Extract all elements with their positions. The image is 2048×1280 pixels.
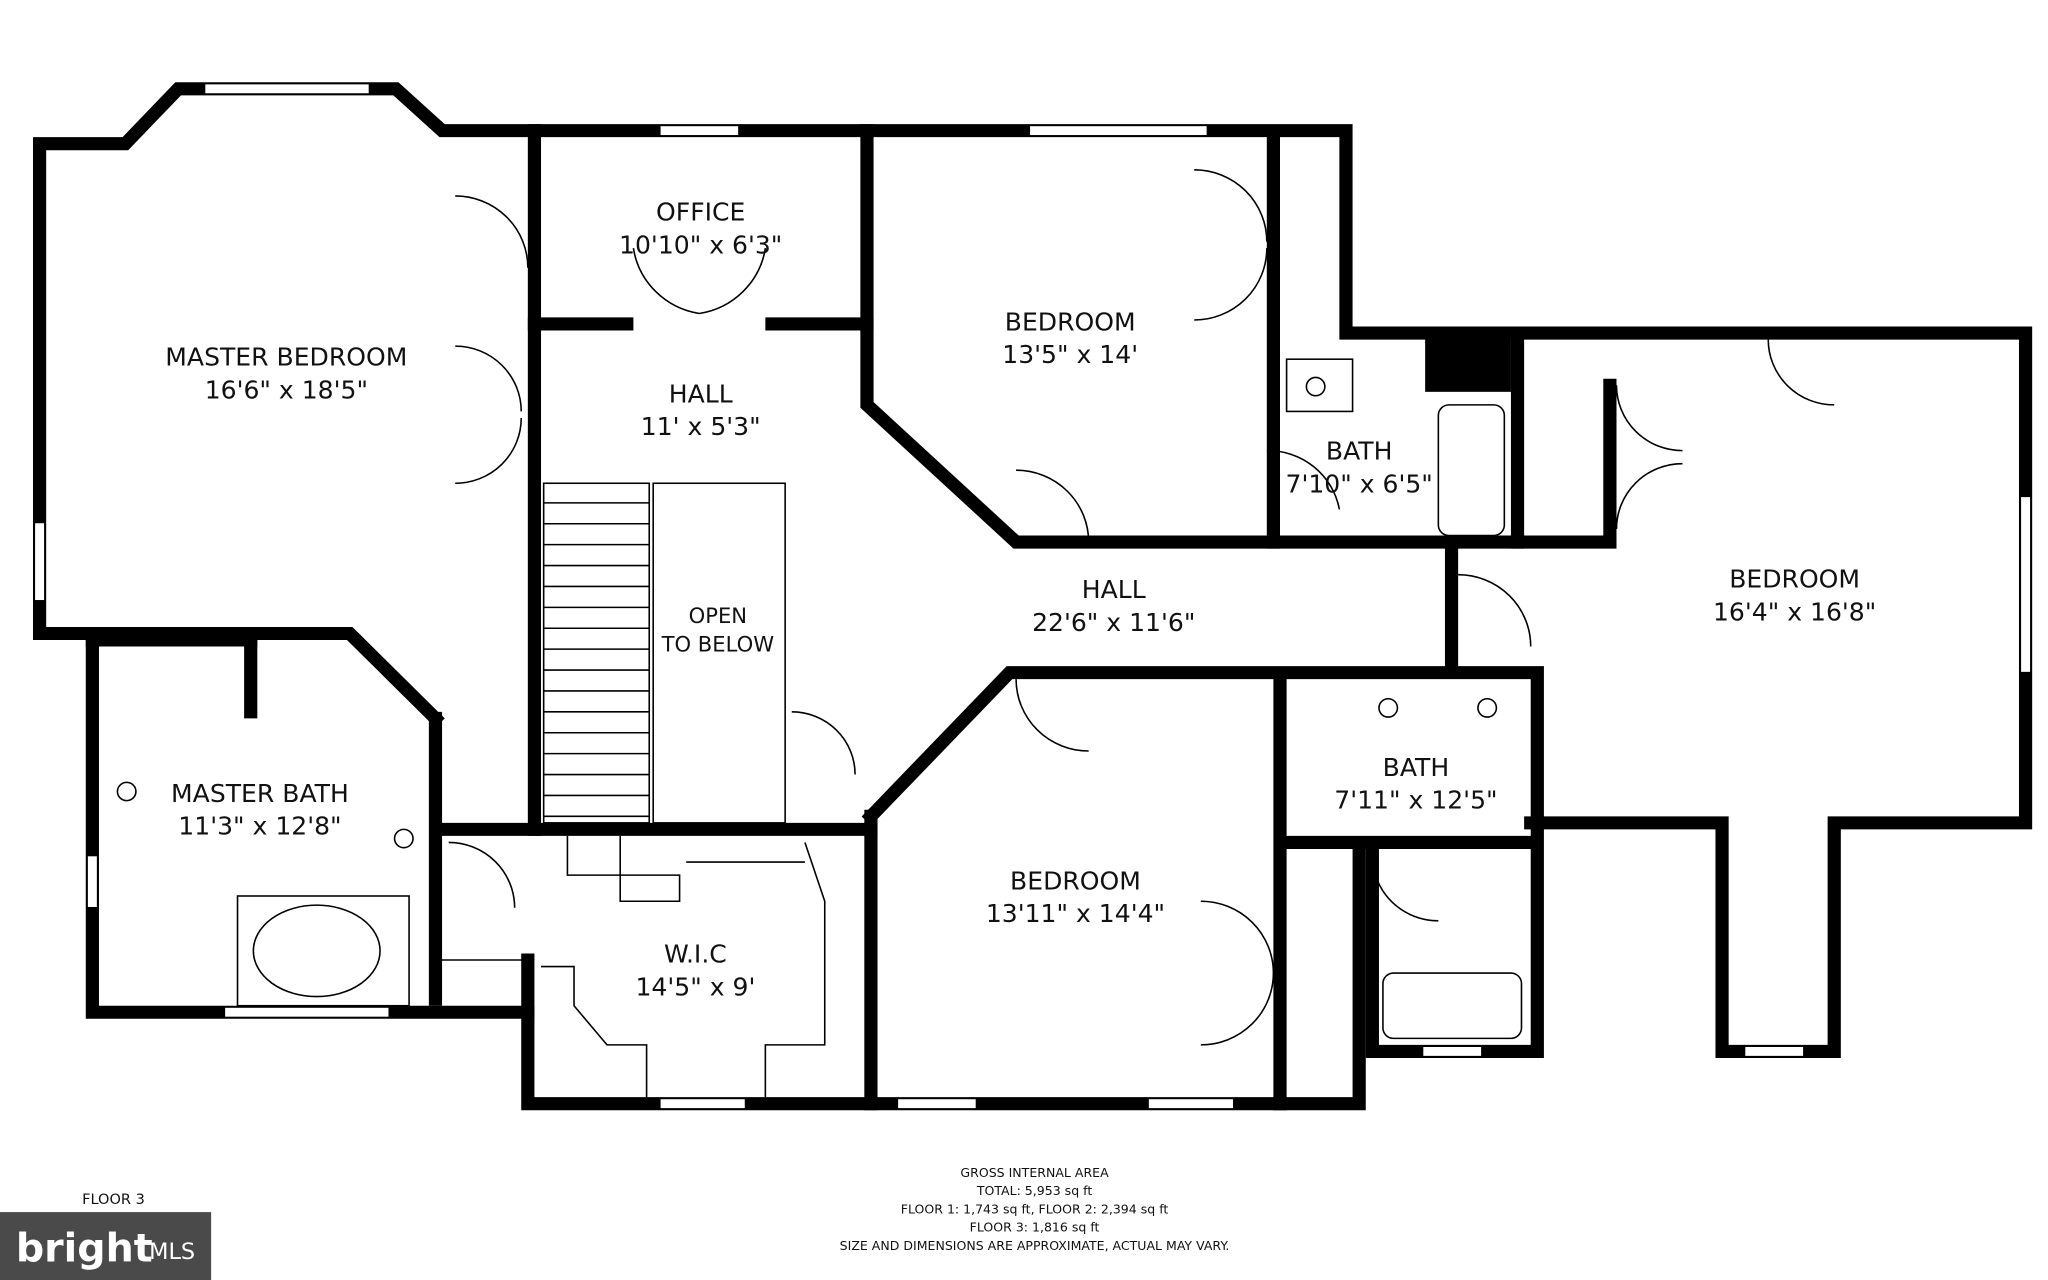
room-name: HALL bbox=[1082, 575, 1146, 604]
room-name: BEDROOM bbox=[1729, 565, 1860, 594]
area-notes: GROSS INTERNAL AREA TOTAL: 5,953 sq ft F… bbox=[840, 1165, 1230, 1253]
floor-label: FLOOR 3 bbox=[82, 1192, 145, 1208]
room-dims: 10'10" x 6'3" bbox=[619, 231, 782, 260]
svg-text:MLS: MLS bbox=[149, 1239, 195, 1265]
room-dims: 7'10" x 6'5" bbox=[1286, 470, 1433, 499]
bright-mls-logo: bright MLS bbox=[0, 1212, 212, 1280]
room-dims: TO BELOW bbox=[661, 633, 775, 657]
area-note: FLOOR 1: 1,743 sq ft, FLOOR 2: 2,394 sq … bbox=[901, 1201, 1169, 1216]
area-note: TOTAL: 5,953 sq ft bbox=[976, 1183, 1093, 1198]
room-dims: 14'5" x 9' bbox=[635, 972, 755, 1001]
area-note: FLOOR 3: 1,816 sq ft bbox=[970, 1220, 1100, 1235]
area-note: GROSS INTERNAL AREA bbox=[960, 1165, 1109, 1180]
room-dims: 22'6" x 11'6" bbox=[1032, 608, 1195, 637]
room-dims: 16'6" x 18'5" bbox=[205, 375, 368, 404]
room-name: BEDROOM bbox=[1010, 867, 1141, 896]
room-name: OFFICE bbox=[656, 198, 745, 227]
room-name: BATH bbox=[1326, 437, 1393, 466]
room-name: MASTER BEDROOM bbox=[165, 343, 407, 372]
room-name: BEDROOM bbox=[1005, 308, 1136, 337]
room-dims: 16'4" x 16'8" bbox=[1713, 598, 1876, 627]
room-name: W.I.C bbox=[664, 940, 727, 969]
room-name: MASTER BATH bbox=[171, 779, 349, 808]
room-name: OPEN bbox=[689, 604, 747, 628]
svg-text:bright: bright bbox=[16, 1226, 153, 1272]
room-dims: 11'3" x 12'8" bbox=[178, 812, 341, 841]
room-name: HALL bbox=[669, 379, 733, 408]
fixtures bbox=[116, 169, 1835, 1098]
area-note: SIZE AND DIMENSIONS ARE APPROXIMATE, ACT… bbox=[840, 1238, 1230, 1253]
room-dims: 11' x 5'3" bbox=[641, 412, 761, 441]
windows bbox=[33, 82, 2032, 1110]
room-dims: 13'5" x 14' bbox=[1002, 340, 1138, 369]
staircase bbox=[543, 502, 650, 818]
room-name: BATH bbox=[1383, 753, 1450, 782]
room-dims: 7'11" x 12'5" bbox=[1334, 786, 1497, 815]
room-labels: MASTER BEDROOM 16'6" x 18'5" OFFICE 10'1… bbox=[165, 198, 1876, 1001]
walls bbox=[32, 82, 2033, 1111]
room-dims: 13'11" x 14'4" bbox=[986, 899, 1165, 928]
